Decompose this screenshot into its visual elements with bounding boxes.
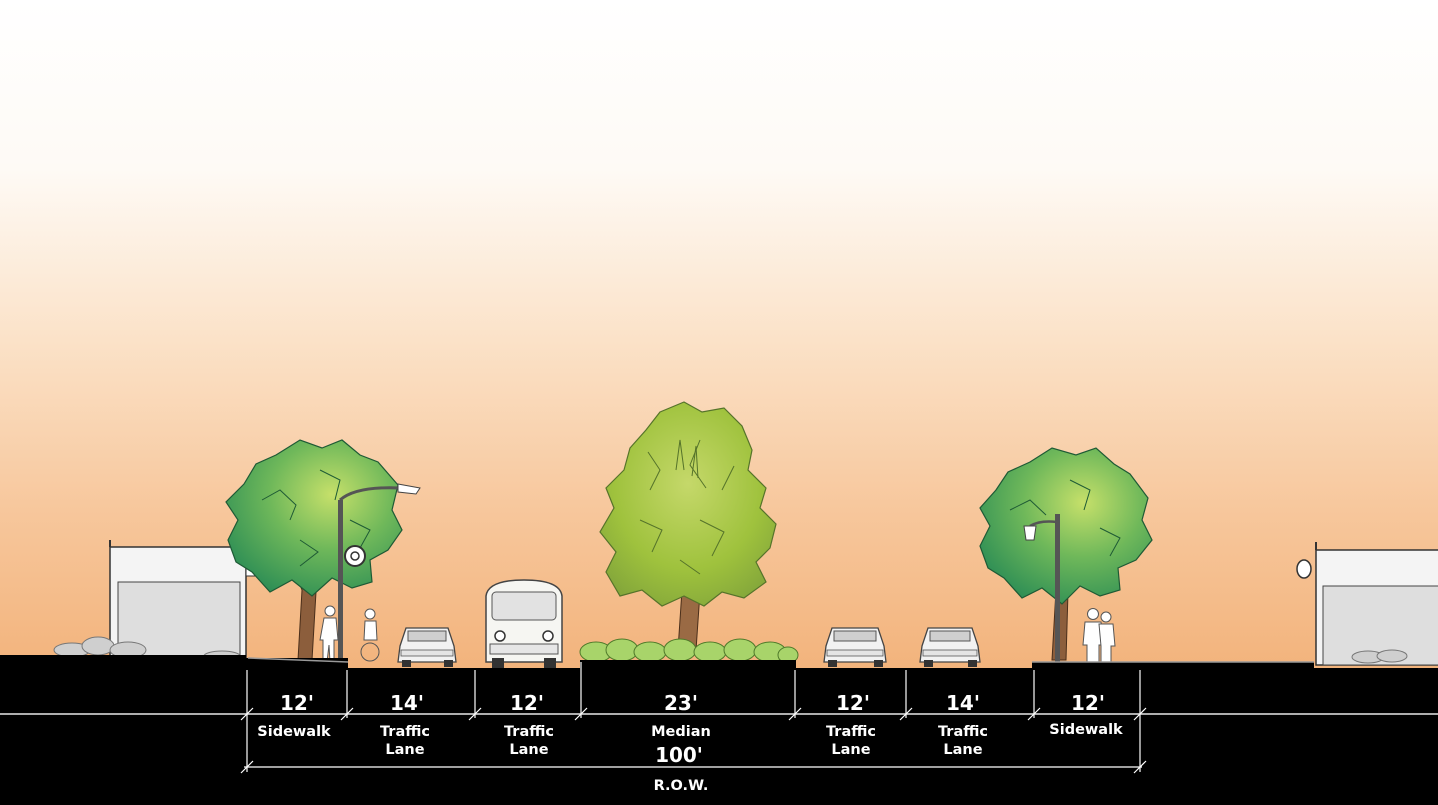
segment-width: 12' bbox=[510, 691, 544, 715]
right-street-light bbox=[1023, 514, 1060, 662]
right-building bbox=[1296, 542, 1438, 666]
segment-width: 12' bbox=[1071, 691, 1105, 715]
segment-label: Lane bbox=[943, 742, 982, 758]
segment-label: Sidewalk bbox=[257, 724, 331, 740]
segment-traffic-lane-3: 12' Traffic Lane bbox=[826, 691, 876, 758]
car-3 bbox=[919, 627, 981, 667]
segment-label: Traffic bbox=[504, 724, 554, 740]
cyclist bbox=[360, 608, 380, 662]
segment-label: Sidewalk bbox=[1049, 722, 1123, 738]
pedestrian-left bbox=[319, 605, 339, 663]
total-label: R.O.W. bbox=[654, 778, 709, 794]
segment-width: 12' bbox=[280, 691, 314, 715]
segment-width: 14' bbox=[946, 691, 980, 715]
car-1 bbox=[397, 627, 457, 667]
segment-traffic-lane-2: 12' Traffic Lane bbox=[504, 691, 554, 758]
segment-label: Lane bbox=[509, 742, 548, 758]
segment-traffic-lane-4: 14' Traffic Lane bbox=[938, 691, 988, 758]
segment-width: 14' bbox=[390, 691, 424, 715]
total-width: 100' bbox=[655, 743, 703, 767]
pedestrians-right bbox=[1082, 608, 1116, 663]
segment-width: 12' bbox=[836, 691, 870, 715]
segment-label: Traffic bbox=[380, 724, 430, 740]
segment-label: Traffic bbox=[826, 724, 876, 740]
segment-label: Lane bbox=[385, 742, 424, 758]
segment-sidewalk-right: 12' Sidewalk bbox=[1049, 691, 1123, 738]
segment-label: Median bbox=[651, 724, 711, 740]
segment-sidewalk-left: 12' Sidewalk bbox=[257, 691, 331, 740]
car-2 bbox=[823, 627, 887, 667]
bus bbox=[485, 579, 563, 668]
dimension-lines bbox=[0, 662, 1438, 774]
segment-traffic-lane-1: 14' Traffic Lane bbox=[380, 691, 430, 758]
median-tree bbox=[599, 401, 777, 651]
left-street-light bbox=[338, 483, 421, 662]
median-shrubs bbox=[579, 638, 799, 664]
segment-width: 23' bbox=[664, 691, 698, 715]
segment-label: Lane bbox=[831, 742, 870, 758]
segment-median: 23' Median bbox=[651, 691, 711, 740]
segment-label: Traffic bbox=[938, 724, 988, 740]
ground-section bbox=[0, 655, 1438, 805]
shrubs-right bbox=[1351, 649, 1408, 664]
